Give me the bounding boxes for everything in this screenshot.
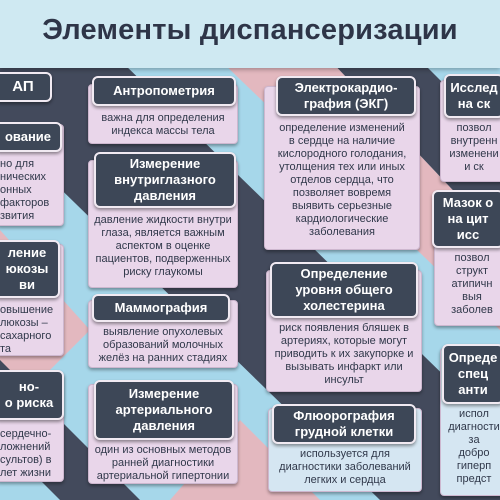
card-right-3-text: испол диагности за добро гиперп предст [448,408,500,485]
card-blood-pressure-text: один из основных методов ранней диагност… [94,444,232,482]
title-bar: Элементы диспансеризации [0,0,500,68]
card-left-3-text: сердечно- ложнений сультов) в лет жизни [0,428,52,479]
card-eye-pressure-header: Измерение внутриглазного давления [94,152,236,208]
card-ap-header: АП [0,72,52,102]
card-left-3-header: но- о риска [0,370,64,420]
card-anthropometry-header: Антропометрия [92,76,236,106]
card-right-2-header: Мазок о на цит исс [432,190,500,248]
card-blood-pressure-header: Измерение артериального давления [94,380,234,440]
card-anthropometry-text: важна для определения индекса массы тела [101,112,225,137]
card-left-2-text: овышение люкозы – сахарного та [0,304,54,354]
card-mammography-text: выявление опухолевых образований молочны… [98,326,228,364]
card-ecg-text: определение изменений в сердце на наличи… [277,122,407,238]
card-right-3-header: Опреде спец анти [442,344,500,404]
card-cholesterol-text: риск появления бляшек в артериях, которы… [274,322,414,386]
card-right-1-text: позвол внутренн изменени и ск [449,122,499,173]
page-title: Элементы диспансеризации [42,14,458,46]
card-left-1-header: ование [0,122,62,152]
card-fluorography-text: используется для диагностики заболеваний… [279,448,411,486]
card-cholesterol-header: Определение уровня общего холестерина [270,262,418,318]
card-right-2-text: позвол структ атипичн выя заболев [451,252,493,316]
card-left-2-header: ление юкозы ви [0,240,60,298]
card-left-1-text: но для нических онных факторов звития [0,158,50,222]
card-eye-pressure-text: давление жидкости внутри глаза, является… [94,214,232,278]
card-ecg-header: Электрокардио- графия (ЭКГ) [276,76,416,116]
card-fluorography-header: Флюорография грудной клетки [272,404,416,444]
card-mammography-header: Маммография [92,294,230,322]
card-right-1-header: Исслед на ск [444,74,500,118]
